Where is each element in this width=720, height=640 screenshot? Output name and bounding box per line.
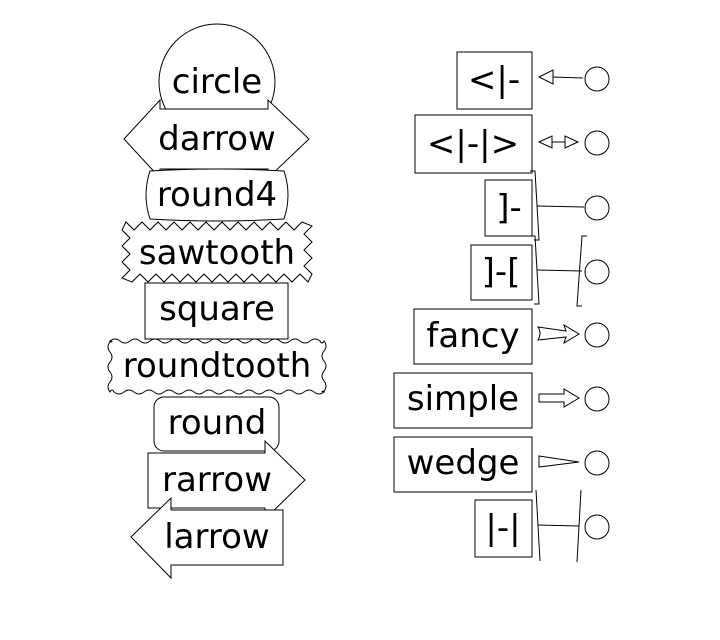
arrowstyle-8-circle [584,514,610,540]
arrowstyle-1: <|- [456,51,610,110]
arrowstyle-3-box [484,179,533,237]
arrowstyle-2-head-end [564,135,580,149]
arrowstyle-3: ]- [484,170,610,241]
arrowstyle-7: wedge [393,436,610,493]
rarrow-label: rarrow [162,460,272,500]
arrowstyle-1-line [551,76,584,79]
arrowstyle-6-box [393,372,533,429]
arrowstyle-7-wedge [538,455,580,468]
round4-label: round4 [157,175,277,215]
arrowstyle-3-line [536,205,585,208]
arrowstyle-4: ]-[ [470,235,610,307]
arrowstyle-6-circle [584,386,610,412]
round4-shape [145,168,289,222]
arrowstyle-3-label: ]- [496,188,522,228]
boxstyle-round: round [153,396,280,452]
arrowstyle-6-arrow [538,388,580,408]
arrowstyle-1-label: <|- [468,60,520,100]
arrowstyle-1-circle [584,66,610,92]
arrowstyle-4-bracket-end [576,235,587,307]
larrow-shape [130,496,284,580]
round-shape [153,396,280,452]
arrowstyle-5-arrow [536,323,580,345]
circle-label: circle [172,62,262,102]
roundtooth-label: roundtooth [123,346,312,386]
round-label: round [168,403,267,443]
arrowstyle-2-label: <|-|> [427,124,519,164]
arrowstyle-6-label: simple [407,379,519,419]
sawtooth-label: sawtooth [139,233,295,273]
arrowstyle-5-box [413,308,533,365]
boxstyle-larrow: larrow [130,496,284,580]
boxstyle-sawtooth: sawtooth [121,221,313,283]
arrowstyle-2-head-start [537,135,553,149]
arrowstyle-2-circle [584,130,610,156]
arrowstyle-3-bracket [530,170,540,241]
larrow-label: larrow [164,517,270,557]
arrowstyle-2-box [414,114,533,174]
arrowstyle-3-circle [584,195,610,221]
arrowstyle-7-box [393,436,533,493]
arrowstyle-8-bar-end [576,489,582,563]
arrowstyle-1-box [456,51,533,110]
arrowstyle-7-circle [584,450,610,476]
arrowstyle-4-line [536,269,583,272]
square-shape [144,282,289,340]
arrowstyle-8-line [537,524,580,527]
boxstyle-darrow: darrow [123,98,310,180]
arrowstyle-4-label: ]-[ [482,252,521,292]
boxstyle-round4: round4 [145,168,289,222]
arrowstyle-1-head [537,69,554,85]
boxstyle-roundtooth: roundtooth [107,338,327,395]
arrowstyle-8-label: |-| [485,508,520,548]
square-label: square [159,289,275,329]
boxstyle-rarrow: rarrow [147,439,306,521]
arrowstyle-5: fancy [413,308,610,365]
darrow-label: darrow [158,119,276,159]
arrowstyle-4-circle [584,259,610,285]
arrowstyle-2: <|-|> [414,114,610,174]
boxstyle-square: square [144,282,289,340]
arrowstyle-6: simple [393,372,610,429]
arrowstyle-8: |-| [474,489,610,563]
arrowstyle-5-label: fancy [426,316,519,356]
roundtooth-shape [107,338,327,395]
arrowstyle-7-label: wedge [407,443,520,483]
sawtooth-shape [121,221,313,283]
arrowstyle-5-circle [584,322,610,348]
arrowstyle-4-box [470,244,533,301]
arrowstyle-8-box [474,499,533,558]
